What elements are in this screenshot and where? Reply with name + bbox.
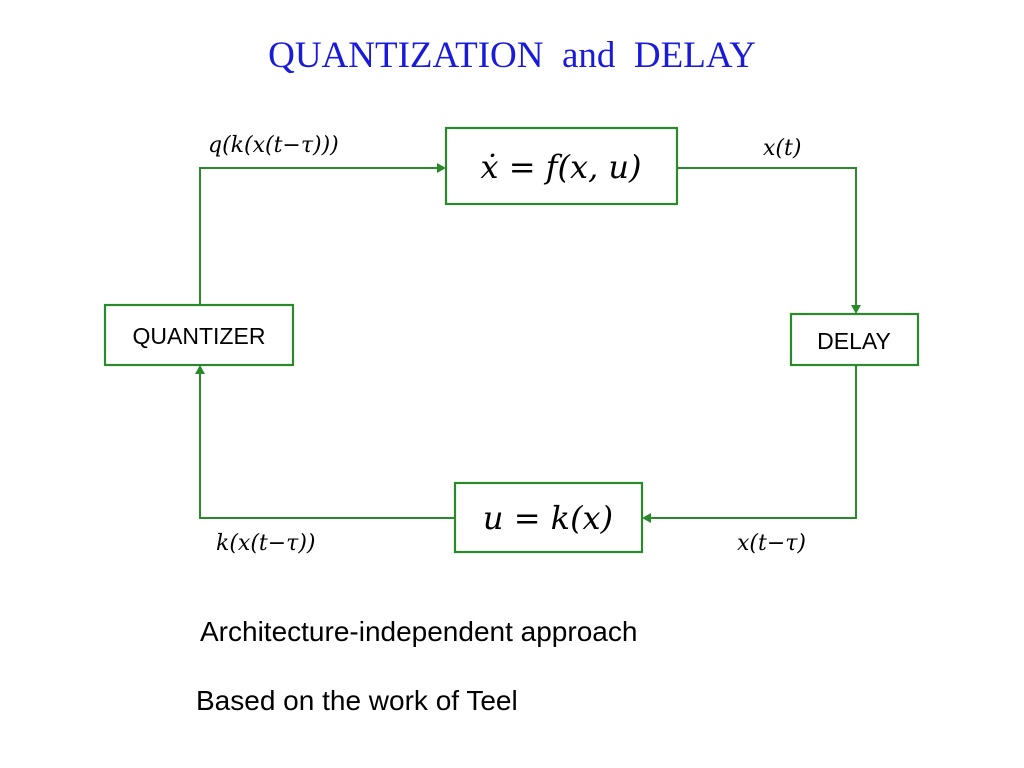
wire-delay-to-controller xyxy=(642,365,857,523)
page-title: QUANTIZATION and DELAY xyxy=(268,35,756,76)
quantizer-block: QUANTIZER xyxy=(103,303,295,367)
arrowhead-into-plant xyxy=(437,163,446,173)
controller-block: u = k(x) xyxy=(453,481,644,554)
wire-plant-to-delay xyxy=(677,167,861,314)
signal-label-quantized-control: q(k(x(t−τ))) xyxy=(208,133,339,158)
arrowhead-into-delay xyxy=(851,305,861,314)
delay-block: DELAY xyxy=(789,312,920,367)
plant-equation: ẋ = f(x, u) xyxy=(480,148,641,186)
caption-attribution: Based on the work of Teel xyxy=(196,685,518,716)
wire-controller-to-quantizer xyxy=(195,365,455,519)
caption-approach: Architecture-independent approach xyxy=(200,616,638,647)
quantizer-label: QUANTIZER xyxy=(133,323,266,349)
signal-label-state: x(t) xyxy=(763,136,801,161)
wire-quantizer-to-plant xyxy=(199,163,446,305)
arrowhead-into-quantizer xyxy=(195,365,205,374)
arrowhead-into-controller xyxy=(642,513,651,523)
controller-equation: u = k(x) xyxy=(483,499,613,537)
plant-block: ẋ = f(x, u) xyxy=(444,126,679,206)
signal-label-control: k(x(t−τ)) xyxy=(216,531,316,556)
signal-label-delayed-state: x(t−τ) xyxy=(737,531,806,556)
delay-label: DELAY xyxy=(817,328,891,354)
